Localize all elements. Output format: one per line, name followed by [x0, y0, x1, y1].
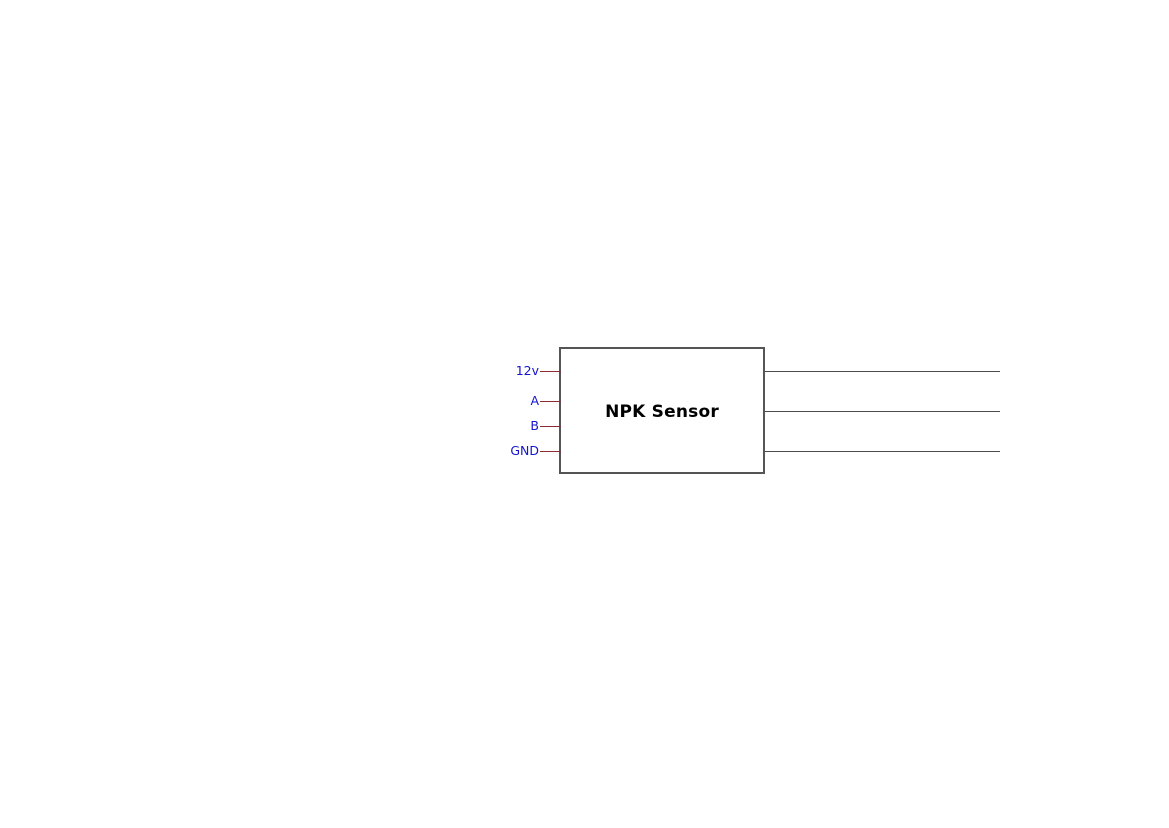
pin-label-b: B: [530, 418, 539, 433]
pin-label-12v: 12v: [515, 363, 539, 378]
component-label: NPK Sensor: [605, 401, 719, 422]
pin-label-gnd: GND: [510, 443, 539, 458]
pin-stub-a[interactable]: [540, 401, 561, 402]
pin-label-a: A: [530, 393, 539, 408]
pin-stub-12v[interactable]: [540, 371, 561, 372]
output-wire-2[interactable]: [765, 411, 1000, 412]
pin-stub-b[interactable]: [540, 426, 561, 427]
output-wire-3[interactable]: [765, 451, 1000, 452]
pin-stub-gnd[interactable]: [540, 451, 561, 452]
output-wire-1[interactable]: [765, 371, 1000, 372]
component-block-npk-sensor[interactable]: NPK Sensor: [559, 347, 765, 474]
